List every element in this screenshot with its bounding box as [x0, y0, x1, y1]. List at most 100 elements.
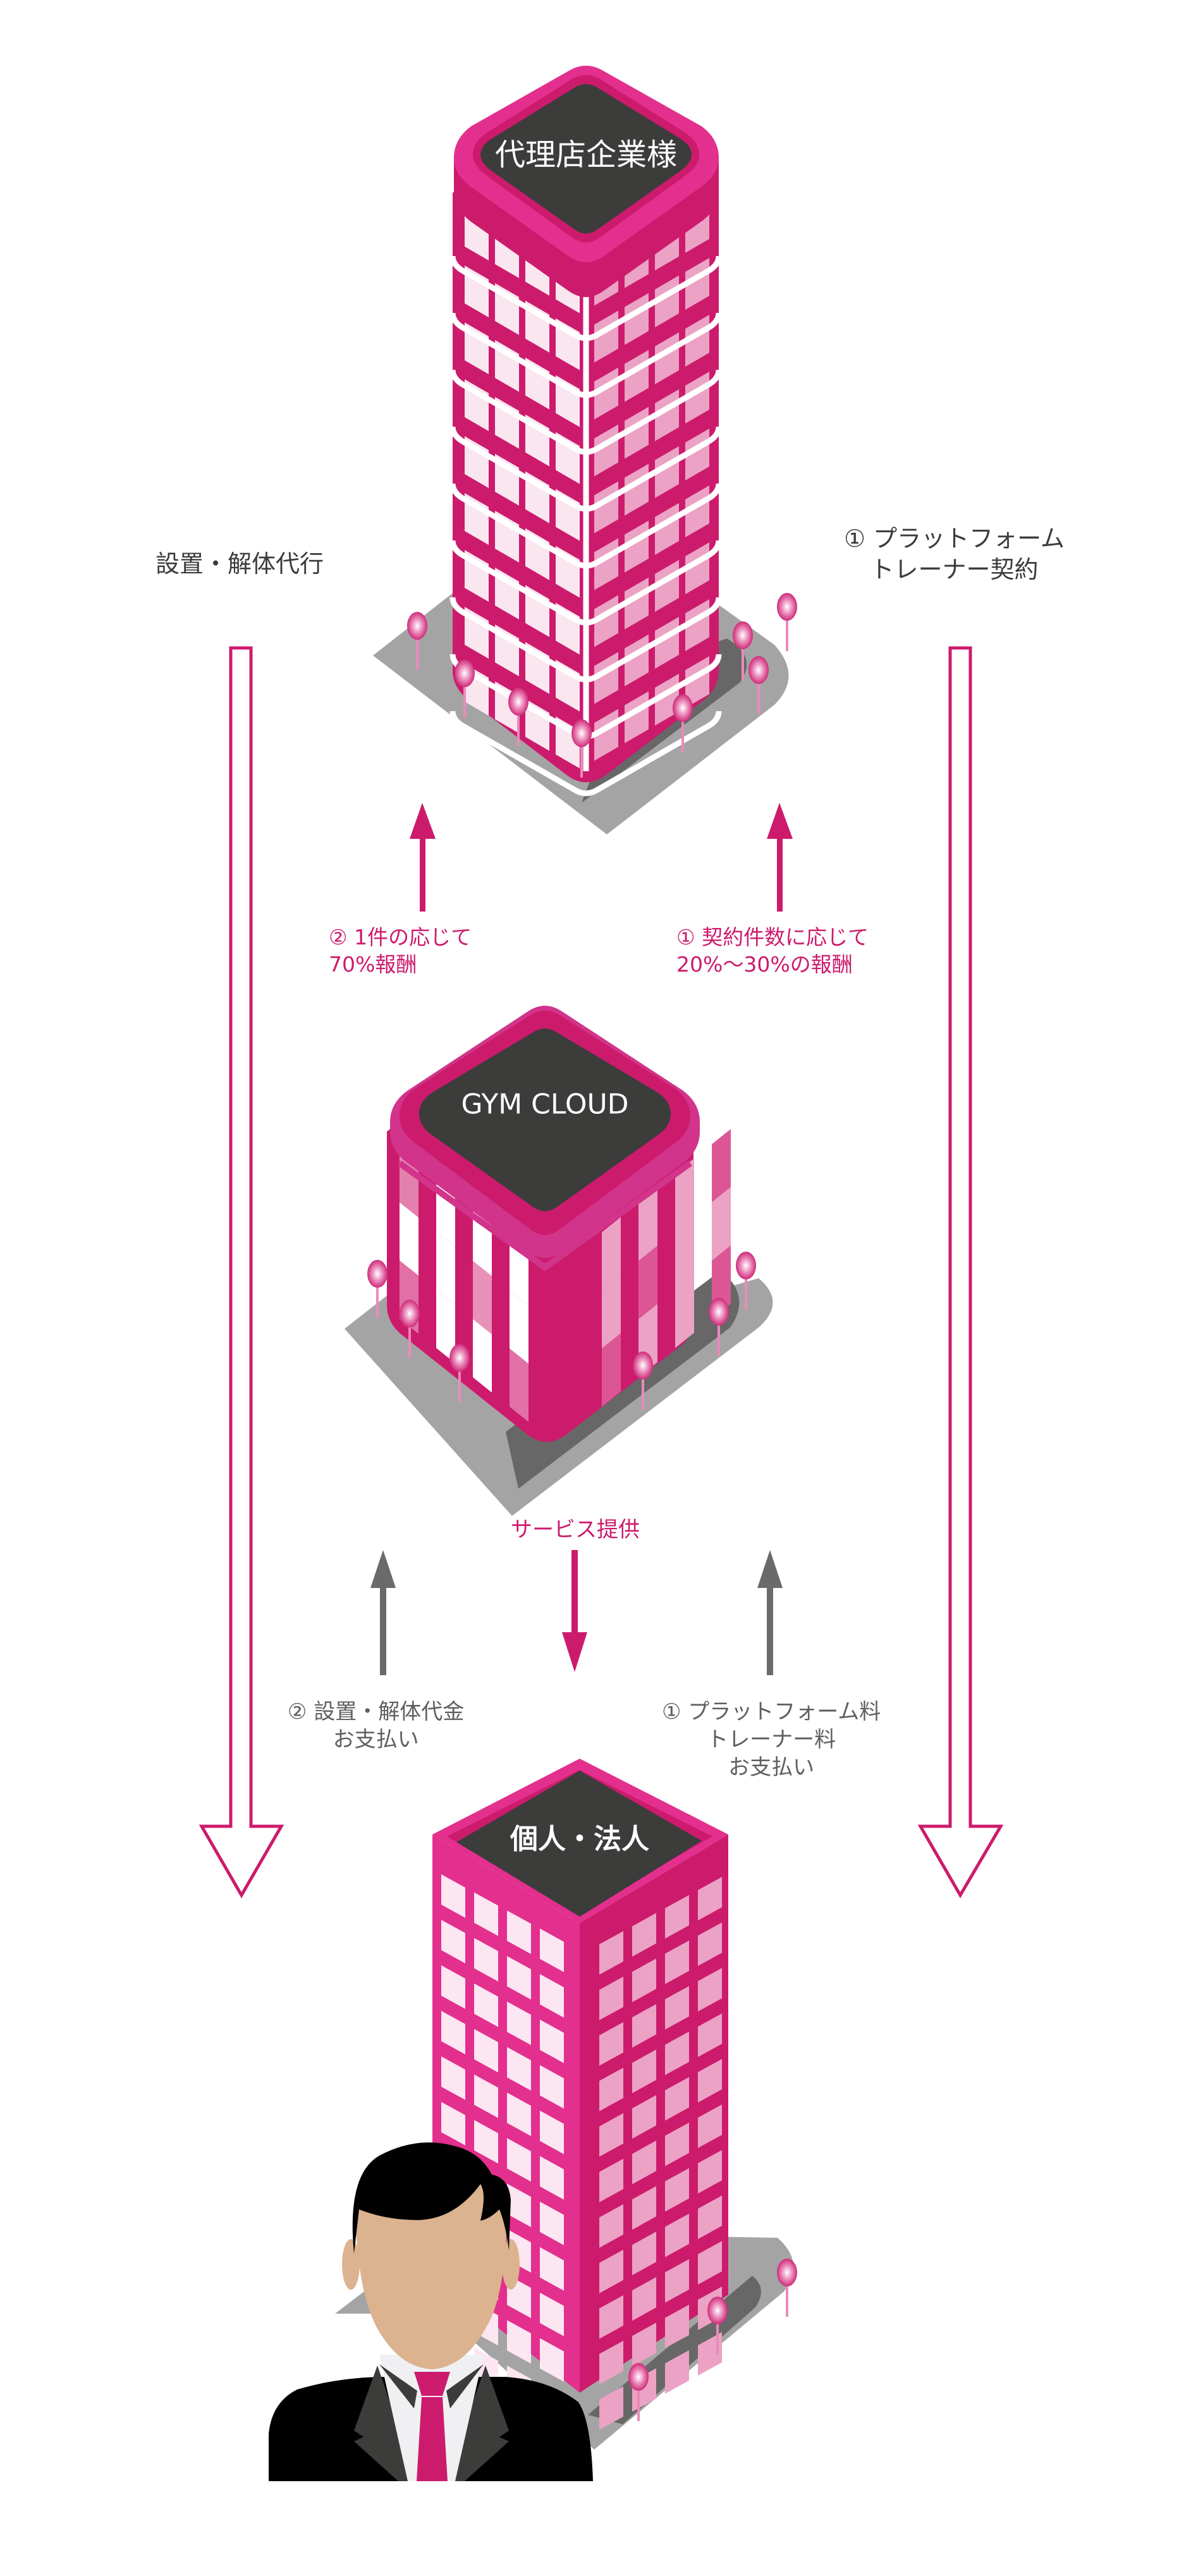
street-lamp [736, 1252, 756, 1310]
window [599, 2295, 623, 2339]
window [698, 2195, 722, 2239]
window [495, 624, 519, 676]
window [507, 2138, 531, 2182]
window [698, 2013, 722, 2057]
window [436, 1231, 455, 1305]
window [665, 1895, 689, 1939]
reward-right-label: ① 契約件数に応じて 20%〜30%の報酬 [676, 924, 869, 979]
outer-right-arrow [917, 646, 1004, 1898]
window [602, 1275, 621, 1349]
window [474, 2120, 498, 2164]
street-lamp [571, 719, 592, 778]
street-lamp [449, 1344, 470, 1402]
window [441, 2102, 465, 2146]
window [495, 339, 519, 392]
street-lamp [707, 2297, 728, 2355]
payment-left-arrow [370, 1550, 396, 1675]
person-avatar [269, 2142, 593, 2481]
window [474, 2074, 498, 2118]
street-lamp [748, 656, 769, 714]
window [599, 2113, 623, 2157]
window [665, 2122, 689, 2166]
window [507, 2183, 531, 2228]
window [507, 2001, 531, 2046]
window [540, 2247, 564, 2291]
window [698, 2104, 722, 2148]
window [665, 2259, 689, 2303]
window [698, 2150, 722, 2194]
window [495, 453, 519, 506]
window [599, 2386, 623, 2430]
window [632, 2049, 656, 2094]
window [638, 1187, 657, 1261]
payment-right-line1: ① プラットフォーム料 [662, 1699, 881, 1724]
customer-node-label: 個人・法人 [510, 1823, 649, 1855]
street-lamp [777, 593, 797, 651]
window [507, 2092, 531, 2137]
window [441, 1965, 465, 2009]
window [632, 2231, 656, 2276]
payment-left-label: ② 設置・解体代金 お支払い [288, 1698, 464, 1754]
street-lamp [400, 1300, 420, 1358]
window [632, 2277, 656, 2321]
window [665, 2077, 689, 2121]
window [665, 2350, 689, 2394]
window [540, 1928, 564, 1972]
window [507, 2047, 531, 2091]
floor-band [449, 711, 722, 797]
window [474, 1938, 498, 1982]
window [675, 1216, 694, 1290]
window [599, 2340, 623, 2384]
window [507, 1956, 531, 2000]
reward-right-line1: ① 契約件数に応じて [676, 925, 869, 949]
window [632, 2140, 656, 2185]
window [698, 1968, 722, 2011]
window [436, 1290, 455, 1364]
street-lamp [673, 694, 693, 752]
service-arrow [562, 1550, 587, 1672]
street-lamp [628, 2363, 649, 2421]
agency-building [373, 66, 797, 834]
window [441, 2011, 465, 2054]
street-lamp [733, 621, 753, 680]
payment-right-line3: お支払い [728, 1755, 815, 1781]
window [473, 1261, 492, 1334]
window [665, 2168, 689, 2212]
outer-left-arrow [198, 646, 284, 1898]
window [540, 2065, 564, 2109]
street-lamp [407, 612, 427, 670]
window [495, 396, 519, 449]
street-lamp [455, 659, 475, 717]
street-lamp [709, 1298, 729, 1356]
window [507, 2320, 531, 2364]
window [599, 1976, 623, 2020]
outer-right-flow-label: ① プラットフォーム トレーナー契約 [844, 523, 1065, 586]
window [712, 1187, 731, 1261]
window [599, 2249, 623, 2293]
window [510, 1290, 528, 1364]
window [712, 1129, 731, 1202]
reward-left-line2: 70%報酬 [329, 951, 417, 977]
outer-right-line1: ① プラットフォーム [844, 525, 1065, 552]
window [400, 1202, 418, 1276]
window [540, 2338, 564, 2382]
reward-left-line1: ② 1件の応じて [329, 925, 472, 949]
window [599, 2067, 623, 2111]
window [599, 1931, 623, 1975]
window [540, 2292, 564, 2336]
window [632, 2186, 656, 2230]
window [599, 2022, 623, 2066]
window [602, 1217, 621, 1291]
payment-left-line2: お支払い [333, 1727, 419, 1753]
window [665, 1986, 689, 2030]
window [675, 1158, 694, 1232]
window [638, 1245, 657, 1319]
street-lamp [633, 1352, 653, 1410]
window [632, 1913, 656, 1957]
window [540, 2110, 564, 2154]
window [441, 2056, 465, 2100]
window [599, 2158, 623, 2202]
window [632, 2095, 656, 2139]
window [632, 1958, 656, 2003]
window [441, 1920, 465, 1963]
